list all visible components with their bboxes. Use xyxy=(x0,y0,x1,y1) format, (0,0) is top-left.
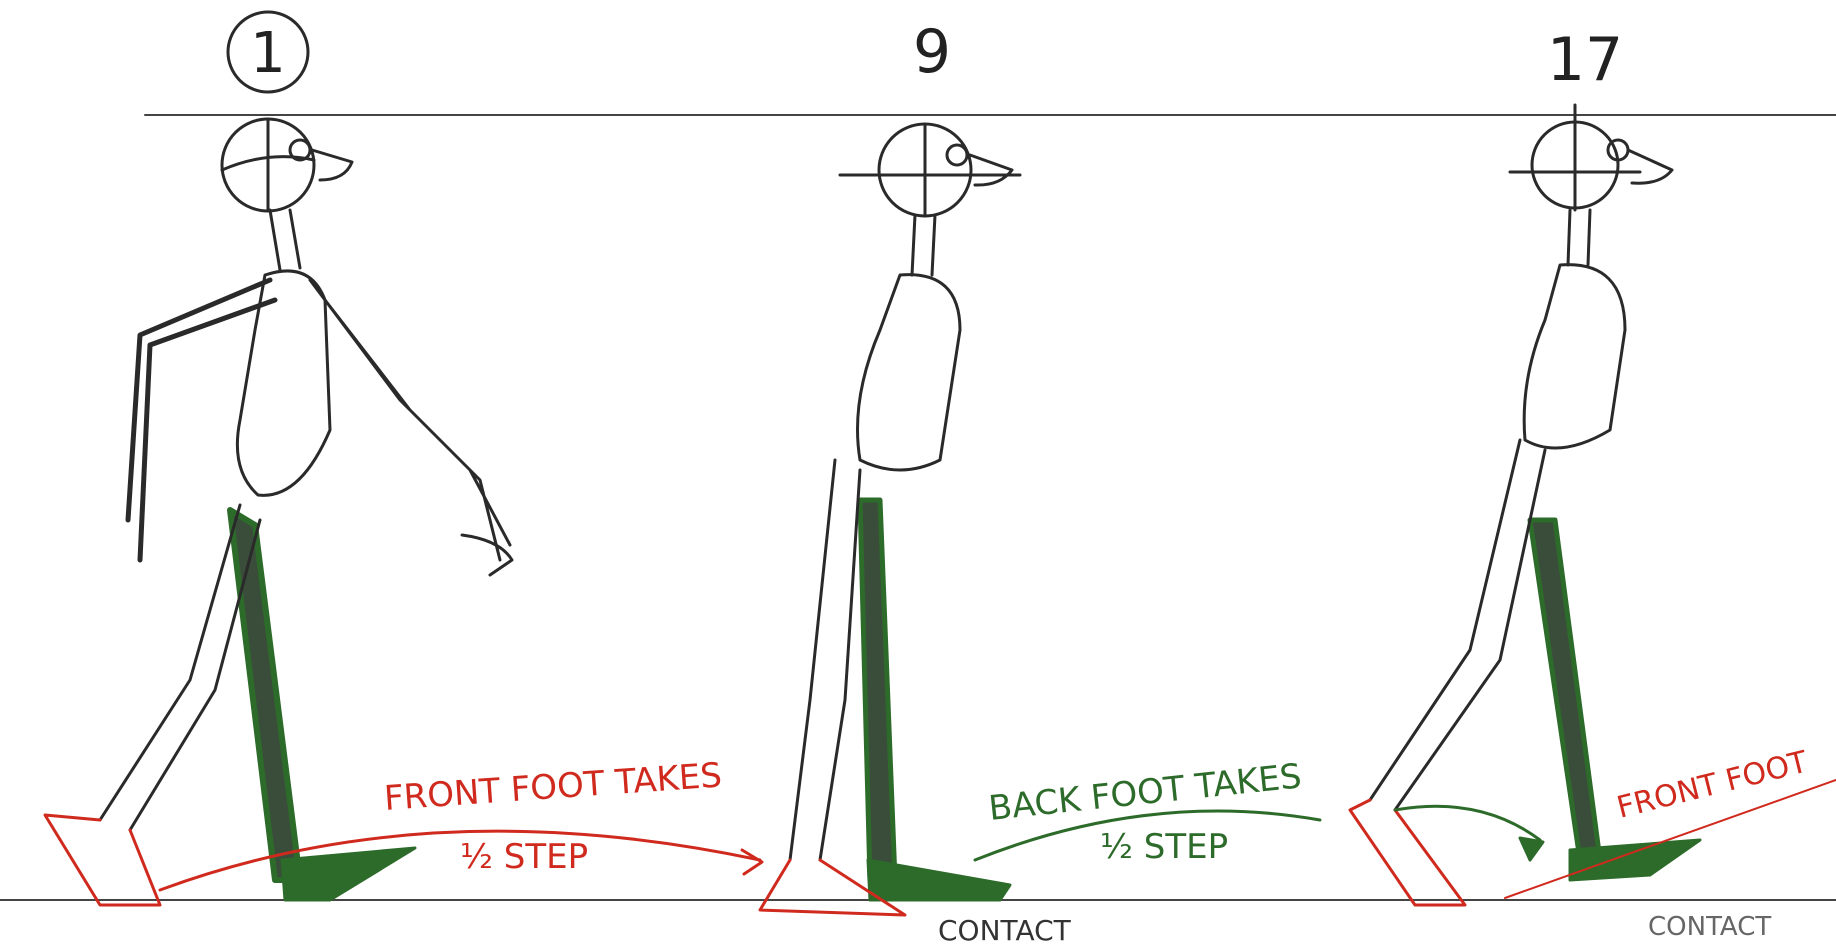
back-foot-arc-2 xyxy=(1395,806,1540,840)
frame-number-9: 9 xyxy=(913,17,951,87)
half-step-label-2: ½ STEP xyxy=(1100,827,1228,867)
front-foot xyxy=(1350,800,1465,905)
back-foot xyxy=(282,848,415,900)
back-foot-takes-label: BACK FOOT TAKES xyxy=(987,756,1304,829)
contact-label-1: CONTACT xyxy=(938,914,1072,947)
back-arm xyxy=(128,280,275,560)
front-arm xyxy=(310,280,510,560)
front-foot-arc-arrowhead xyxy=(742,850,762,874)
torso xyxy=(1524,265,1625,448)
frame-number-17: 17 xyxy=(1547,25,1623,95)
back-foot-arc-arrowhead xyxy=(1520,838,1543,860)
front-leg xyxy=(790,460,860,860)
front-foot-takes-label: FRONT FOOT TAKES xyxy=(383,755,723,819)
figure-frame-9 xyxy=(760,124,1020,915)
front-leg xyxy=(1370,440,1545,810)
front-foot xyxy=(45,815,160,905)
torso xyxy=(858,275,961,470)
head xyxy=(222,119,352,211)
back-foot xyxy=(868,860,1010,900)
frame-number-1: 1 xyxy=(250,21,286,86)
front-foot-label: FRONT FOOT xyxy=(1613,745,1811,826)
back-leg xyxy=(860,500,895,880)
back-leg xyxy=(1530,520,1600,860)
neck xyxy=(270,210,300,270)
front-hand xyxy=(462,535,512,575)
neck xyxy=(1568,210,1590,265)
half-step-label-1: ½ STEP xyxy=(460,837,588,877)
head xyxy=(1510,105,1672,210)
head xyxy=(840,124,1020,216)
contact-label-2: CONTACT xyxy=(1648,912,1771,942)
back-leg xyxy=(230,510,300,880)
torso xyxy=(237,271,330,495)
neck xyxy=(912,215,935,275)
